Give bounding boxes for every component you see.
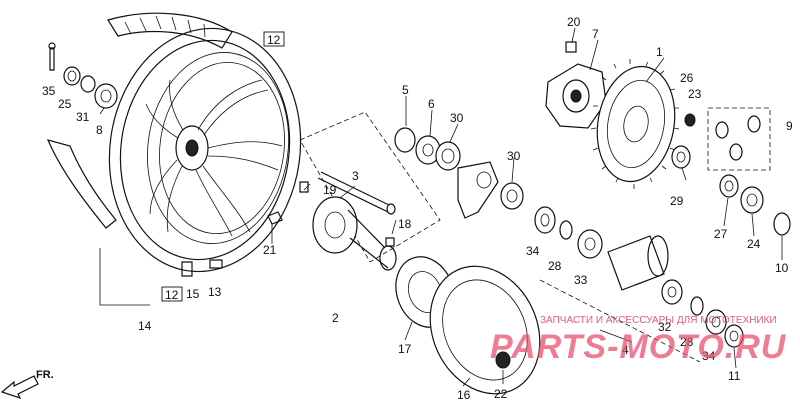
callout-11: 11 [728,369,741,383]
svg-text:12: 12 [165,288,179,302]
callout-13: 13 [208,285,222,299]
callout-3: 3 [352,169,359,183]
leader-lines [99,27,783,387]
callout-30-upper: 30 [450,111,464,125]
callout-1: 1 [656,45,663,59]
callout-15: 15 [186,287,200,301]
rear-wheel [46,12,302,277]
callout-5: 5 [402,83,409,97]
callout-8: 8 [96,123,103,137]
callout-14: 14 [138,319,152,333]
sprocket-assembly [545,41,791,236]
callout-30-lower: 30 [507,149,521,163]
callout-29: 29 [670,194,684,208]
front-label: FR. [36,369,54,381]
callout-4: 4 [622,343,629,357]
callout-21: 21 [263,243,277,257]
hub-assembly [267,111,441,271]
left-axle-parts [48,42,118,109]
callout-18: 18 [398,217,412,231]
callout-2: 2 [332,311,339,325]
callout-34-left: 34 [526,244,540,258]
callout-34-right: 34 [702,349,716,363]
callout-35: 35 [42,84,56,98]
callout-7: 7 [592,27,599,41]
callout-22: 22 [494,387,508,401]
callout-26: 26 [680,71,694,85]
reference-12-top: 12 [263,31,285,47]
watermark-tagline: ЗАПЧАСТИ И АКСЕССУАРЫ ДЛЯ МОТОТЕХНИКИ [540,315,777,326]
watermark: ЗАПЧАСТИ И АКСЕССУАРЫ ДЛЯ МОТОТЕХНИКИ PA… [490,315,787,366]
bearing-row [534,206,744,363]
callout-labels: 1 2 3 4 5 6 7 8 9 10 11 13 14 15 16 17 1… [42,15,793,402]
callout-27: 27 [714,227,728,241]
watermark-brand: PARTS-MOTO.RU [490,328,787,366]
callout-28-left: 28 [548,259,562,273]
svg-text:12: 12 [267,33,281,47]
callout-6: 6 [428,97,435,111]
callout-20: 20 [567,15,581,29]
callout-24: 24 [747,237,761,251]
front-direction-arrow: FR. [0,369,54,400]
callout-31: 31 [76,110,90,124]
callout-10: 10 [775,261,789,275]
callout-9: 9 [786,119,793,133]
callout-23: 23 [688,87,702,101]
callout-33: 33 [574,273,588,287]
callout-17: 17 [398,342,412,356]
brake-parts [394,127,541,395]
callout-32: 32 [658,320,672,334]
callout-28-right: 28 [680,335,694,349]
callout-19: 19 [323,183,337,197]
reference-12-bottom: 12 [161,286,183,302]
callout-16: 16 [457,388,471,402]
callout-25: 25 [58,97,72,111]
